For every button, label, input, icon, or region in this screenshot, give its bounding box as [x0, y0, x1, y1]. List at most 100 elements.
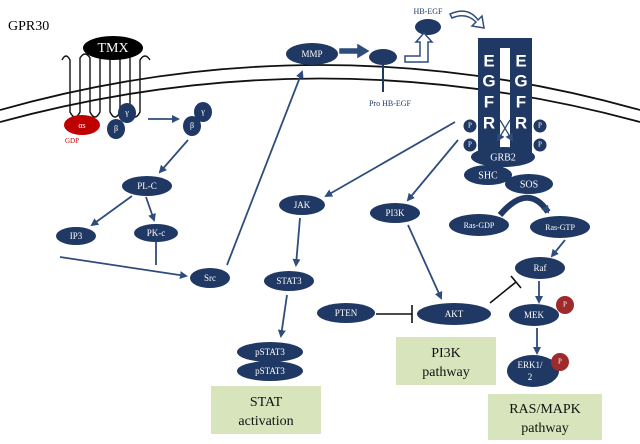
ras-gdp-node: Ras-GDP	[449, 214, 509, 236]
pathway-arrows	[59, 70, 566, 355]
pstat3-bottom-node: pSTAT3	[237, 361, 303, 381]
ras-box-line1: RAS/MAPK	[509, 402, 581, 417]
hb-egf-node	[415, 19, 441, 35]
beta-label-2: β	[190, 121, 194, 130]
egfr-inner-arrows	[496, 119, 514, 142]
arrow-pi3k-akt	[407, 224, 443, 300]
ip3-node: IP3	[56, 227, 96, 245]
pro-hb-egf	[369, 49, 397, 92]
gamma-label-1: γ	[124, 108, 129, 117]
egfr-f-left: F	[484, 92, 494, 111]
ras-gtp-label: Ras-GTP	[545, 223, 575, 232]
grb2-node: GRB2	[471, 147, 535, 167]
ras-gtp-node: Ras-GTP	[530, 216, 590, 238]
sos-node: SOS	[505, 174, 553, 194]
p-tag-3: P	[538, 122, 542, 130]
plc-label: PL-C	[137, 181, 157, 191]
mek-node: MEK	[509, 304, 559, 326]
egfr-phospho-tags: P P P P	[462, 118, 548, 153]
beta-label-1: β	[114, 124, 118, 133]
ras-box-line2: pathway	[521, 421, 568, 436]
src-node: Src	[190, 268, 230, 288]
stat-box-line2: activation	[238, 414, 293, 429]
plc-node: PL-C	[122, 176, 172, 196]
pi3k-box-line1: PI3K	[431, 346, 461, 361]
grb2-label: GRB2	[490, 152, 516, 163]
pstat3-top-label: pSTAT3	[255, 347, 285, 357]
p-tag-1: P	[468, 122, 472, 130]
shc-label: SHC	[478, 170, 498, 181]
arrow-jak-stat3	[292, 217, 301, 267]
arrow-plc-pkc	[145, 196, 156, 222]
erk-phospho-tag: P	[551, 353, 569, 371]
pstat3-bottom-label: pSTAT3	[255, 366, 285, 376]
egfr-g-right: G	[514, 71, 527, 90]
erk-label-line1: ERK1/	[517, 360, 543, 370]
stat3-label: STAT3	[276, 276, 302, 286]
stat-box-line1: STAT	[250, 395, 283, 410]
akt-node: AKT	[417, 303, 491, 325]
mmp-label: MMP	[301, 49, 322, 59]
egfr-g-left: G	[482, 71, 495, 90]
arrow-stat3-pstat3	[277, 294, 288, 338]
erk-label-line2: 2	[528, 372, 533, 382]
jak-node: JAK	[279, 195, 325, 215]
arrow-rasgdp-rasgtp	[497, 194, 551, 217]
egfr-dimer: E G F R E G F R	[478, 38, 532, 158]
hb-egf-label: HB-EGF	[414, 7, 443, 16]
egfr-e-right: E	[515, 51, 526, 70]
egfr-e-left: E	[483, 51, 494, 70]
akt-inhibits-raf	[489, 281, 517, 304]
alpha-s-label: αs	[78, 121, 85, 130]
p-tag-4: P	[538, 141, 542, 149]
gdp-label: GDP	[65, 137, 79, 145]
g-alpha-s: αs	[64, 115, 100, 135]
shc-node: SHC	[464, 165, 512, 185]
pten-label: PTEN	[335, 308, 358, 318]
pkc-node: PK-c	[134, 224, 178, 242]
sos-label: SOS	[520, 179, 538, 190]
diagram-title: GPR30	[8, 19, 49, 34]
akt-label: AKT	[445, 309, 464, 319]
pi3k-node: PI3K	[370, 203, 420, 223]
cell-membrane	[0, 64, 640, 123]
mek-label: MEK	[524, 310, 545, 320]
arrow-egfr-pi3k	[406, 139, 459, 202]
pstat3-top-node: pSTAT3	[237, 342, 303, 362]
pi3k-pathway-box: PI3K pathway	[396, 337, 496, 385]
jak-label: JAK	[294, 200, 311, 210]
raf-node: Raf	[515, 257, 565, 279]
pi3k-box-line2: pathway	[422, 365, 469, 380]
erk-node: ERK1/ 2	[507, 355, 559, 387]
beta-gamma-free: γ β	[183, 102, 212, 136]
gamma-label-2: γ	[200, 107, 205, 116]
ip3-label: IP3	[70, 231, 83, 241]
mmp-node: MMP	[286, 43, 338, 65]
beta-gamma-bound: γ β	[107, 103, 136, 139]
raf-label: Raf	[534, 263, 547, 273]
ras-gdp-label: Ras-GDP	[464, 221, 495, 230]
stat3-node: STAT3	[264, 271, 314, 291]
arrow-rasgtp-raf	[550, 239, 566, 258]
pro-hb-egf-label: Pro HB-EGF	[369, 99, 412, 108]
tmx-ligand: TMX	[83, 36, 143, 60]
mek-phospho-tag: P	[556, 296, 574, 314]
arrow-ip3-src	[59, 256, 188, 280]
egfr-f-right: F	[516, 92, 526, 111]
p-tag-2: P	[468, 141, 472, 149]
src-label: Src	[204, 273, 216, 283]
pi3k-label: PI3K	[385, 208, 405, 218]
arrow-src-mmp	[226, 70, 304, 266]
pten-node: PTEN	[317, 303, 375, 323]
egfr-r-right: R	[515, 113, 527, 132]
arrow-egfr-jak	[324, 121, 456, 197]
mek-p-label: P	[563, 301, 567, 309]
egfr-r-left: R	[483, 113, 495, 132]
stat-activation-box: STAT activation	[211, 386, 321, 434]
pkc-label: PK-c	[147, 228, 166, 238]
erk-p-label: P	[558, 358, 562, 366]
inhibition-lines	[376, 275, 522, 323]
arrow-bg-plc	[158, 139, 189, 174]
arrow-plc-ip3	[90, 195, 133, 227]
